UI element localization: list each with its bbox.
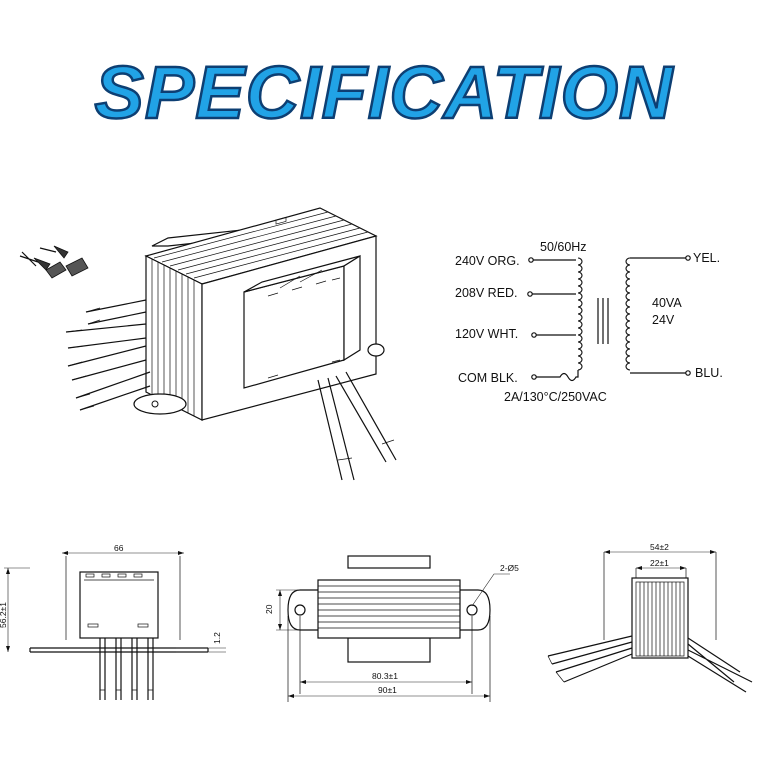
transformer-3d-illustration xyxy=(19,207,397,481)
secondary-va-label: 40VA xyxy=(652,296,682,310)
front-width-dim: 66 xyxy=(114,543,124,553)
fuse-rating-label: 2A/130°C/250VAC xyxy=(504,390,607,404)
left-lead-wires xyxy=(65,299,151,411)
secondary-yel-label: YEL. xyxy=(693,251,720,265)
frequency-label: 50/60Hz xyxy=(540,240,587,254)
secondary-blu-label: BLU. xyxy=(695,366,723,380)
side-view-drawing: 54±2 22±1 xyxy=(547,542,753,693)
tap-208v-label: 208V RED. xyxy=(455,286,518,300)
wiring-schematic: 50/60Hz 240V ORG. 208V RED. 120V WHT. CO… xyxy=(455,240,723,404)
front-base-dim: 1.2 xyxy=(212,632,222,644)
page-title: SPECIFICATION xyxy=(95,51,675,134)
front-height-dim: 56.2±1 xyxy=(0,602,8,628)
tap-240v-label: 240V ORG. xyxy=(455,254,520,268)
side-inner-dim: 22±1 xyxy=(650,558,669,568)
secondary-coil xyxy=(625,257,631,371)
tap-com-label: COM BLK. xyxy=(458,371,518,385)
front-view-drawing: 66 56.2±1 1.2 xyxy=(0,543,226,700)
bottom-lead-wires xyxy=(317,371,397,481)
top-hole-dim: 2-Ø5 xyxy=(500,563,519,573)
top-view-drawing: 20 2-Ø5 80.3±1 90±1 xyxy=(264,555,519,702)
top-inner-dim: 80.3±1 xyxy=(372,671,398,681)
top-outer-dim: 90±1 xyxy=(378,685,397,695)
screws-and-wire-nuts xyxy=(19,245,89,279)
top-height-dim: 20 xyxy=(264,604,274,614)
primary-coil xyxy=(577,257,583,371)
side-outer-dim: 54±2 xyxy=(650,542,669,552)
secondary-voltage-label: 24V xyxy=(652,313,675,327)
tap-120v-label: 120V WHT. xyxy=(455,327,518,341)
